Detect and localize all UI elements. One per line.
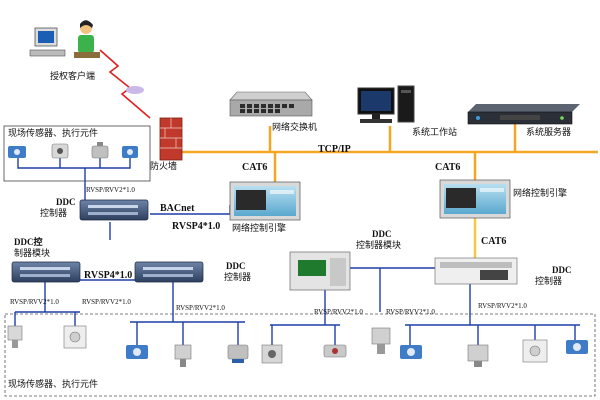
rvsp-label-a: RVSP/RVV2*1.0 [10, 298, 59, 306]
sensor-bottom-9-icon [400, 345, 422, 359]
engine-left-icon [229, 181, 301, 221]
cat6-vertical-label: CAT6 [481, 236, 507, 247]
sensor-top-2-icon [51, 143, 69, 159]
ddc-controller-mid-icon [134, 261, 204, 283]
engine-right-label: 网络控制引擎 [513, 189, 568, 199]
ddc-module-left-label-2: 制器模块 [14, 249, 51, 259]
sensor-bottom-11-icon [522, 339, 548, 363]
sensor-bottom-7-icon [323, 344, 347, 358]
sensor-bottom-10-icon [467, 344, 489, 367]
sensor-bottom-2-icon [63, 325, 87, 349]
client-computer-icon [29, 20, 100, 58]
sensors-bottom-label: 现场传感器、执行元件 [8, 380, 99, 390]
ddc-controller-left-icon [79, 199, 149, 221]
sensor-bottom-3-icon [126, 345, 148, 359]
ddc-left-label-2: 控制器 [40, 209, 68, 219]
sensor-bottom-6-icon [261, 344, 283, 364]
sensor-bottom-8-icon [371, 327, 391, 354]
engine-right-icon [439, 179, 511, 219]
server-label: 系统服务器 [526, 128, 572, 138]
ddc-module-right-label-1: DDC [372, 229, 392, 239]
ddc-mid-label-1: DDC [226, 261, 246, 271]
rvsp-label-e: RVSP/RVV2*1.0 [386, 308, 435, 316]
sensor-top-3-icon [91, 142, 109, 159]
sensor-bottom-4-icon [174, 344, 192, 367]
lightning-link [99, 49, 151, 119]
sensor-bottom-5-icon [227, 344, 249, 363]
cat6-left-label: CAT6 [242, 162, 268, 173]
sensors-top-label: 现场传感器、执行元件 [8, 129, 99, 139]
network-switch-icon [229, 91, 313, 117]
ddc-right-label-1: DDC [552, 265, 572, 275]
workstation-icon [357, 85, 415, 123]
bacnet-label: BACnet [160, 203, 195, 214]
cat6-right-label: CAT6 [435, 162, 461, 173]
rvsp-label-b: RVSP/RVV2*1.0 [82, 298, 131, 306]
rvsp-label-c: RVSP/RVV2*1.0 [176, 304, 225, 312]
firewall-label: 防火墙 [150, 162, 178, 172]
rvsp4-label-b: RVSP4*1.0 [84, 270, 133, 281]
ddc-right-label-2: 控制器 [535, 277, 563, 287]
sensor-bottom-1-icon [7, 325, 23, 348]
ddc-module-right-icon [289, 251, 351, 291]
sensor-top-4-icon [122, 146, 138, 158]
tcpip-backbone [180, 120, 598, 262]
sensor-region-bottom [4, 313, 596, 397]
firewall-icon [159, 117, 183, 161]
ddc-controller-right-icon [434, 257, 518, 285]
server-icon [467, 104, 580, 125]
sensor-top-1-icon [8, 146, 26, 158]
tcpip-label: TCP/IP [318, 144, 351, 155]
ddc-module-right-label-2: 控制器模块 [356, 241, 402, 251]
sensor-bottom-12-icon [566, 340, 588, 354]
engine-left-label: 网络控制引擎 [232, 224, 287, 234]
rvsp-label-f: RVSP/RVV2*1.0 [478, 302, 527, 310]
ddc-mid-label-2: 控制器 [224, 273, 252, 283]
rvsp4-label-a: RVSP4*1.0 [172, 221, 221, 232]
ddc-left-label-1: DDC [56, 197, 76, 207]
ddc-module-left-icon [11, 261, 81, 283]
cloud-icon [126, 86, 144, 94]
ddc-module-left-label-1: DDC控 [14, 237, 43, 247]
rvsp-label-d: RVSP/RVV2*1.0 [314, 308, 363, 316]
workstation-label: 系统工作站 [412, 128, 458, 138]
rvsp-label-top: RVSP/RVV2*1.0 [86, 186, 135, 194]
switch-label: 网络交换机 [272, 123, 318, 133]
sensor-region-top [3, 125, 151, 182]
client-label: 授权客户端 [50, 72, 96, 82]
